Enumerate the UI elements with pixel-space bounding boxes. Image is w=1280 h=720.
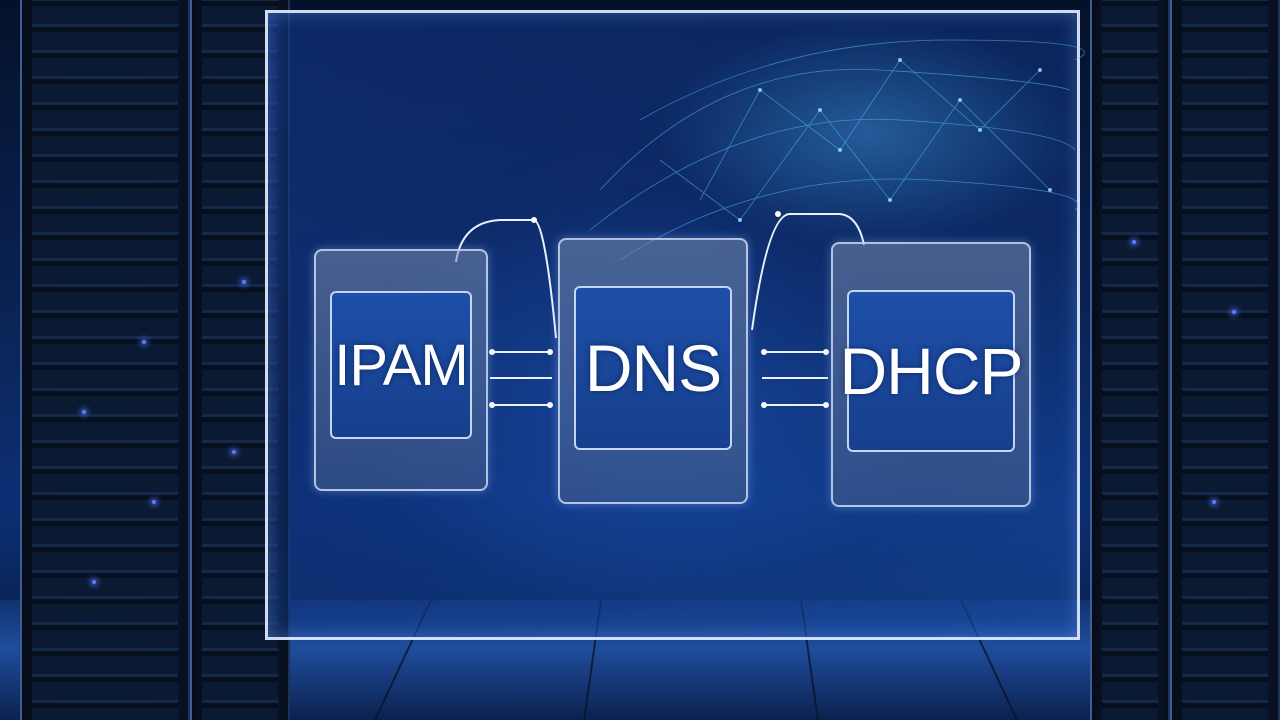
rack-led-icon [142,340,146,344]
network-mesh-icon [589,39,1085,261]
network-node-icon [738,58,1052,222]
dhcp-screen: DHCP [840,290,1024,452]
connector-dot-icon [489,211,829,408]
server-rack-right-outer [1170,0,1280,720]
rack-led-icon [82,410,86,414]
rack-led-icon [1212,500,1216,504]
dns-screen: DNS [574,286,732,450]
dns-module: DNS [558,238,748,504]
rack-led-icon [152,500,156,504]
rack-slots [1102,0,1158,720]
dns-label: DNS [584,331,722,405]
rack-led-icon [242,280,246,284]
rack-slots [32,0,178,720]
server-rack-left-outer [20,0,190,720]
rack-led-icon [232,450,236,454]
server-rack-right-inner [1090,0,1170,720]
ipam-module: IPAM [314,249,488,491]
rack-led-icon [1132,240,1136,244]
ipam-label: IPAM [334,332,468,398]
ipam-screen: IPAM [330,291,472,439]
rack-slots [1182,0,1268,720]
dhcp-module: DHCP [831,242,1031,507]
rack-led-icon [1232,310,1236,314]
rack-led-icon [92,580,96,584]
dhcp-label: DHCP [839,334,1024,408]
